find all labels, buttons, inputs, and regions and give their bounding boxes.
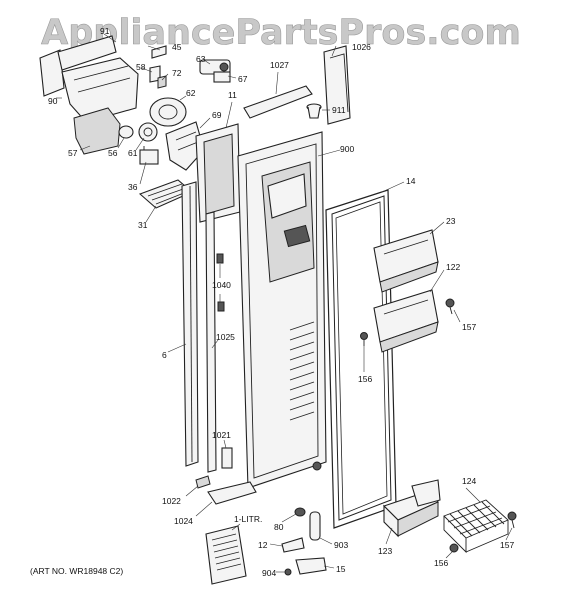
part-1-litr-literature: 1-LITR. [205, 514, 262, 585]
part-1022-pin [195, 475, 211, 489]
callout-61: 61 [128, 148, 138, 158]
part-housing [61, 57, 139, 123]
callout-91: 91 [100, 26, 110, 36]
callout-12: 12 [258, 540, 268, 550]
callout-14: 14 [406, 176, 416, 186]
part-900-door-panel [237, 131, 327, 489]
part-903-tube [309, 511, 321, 541]
callout-124: 124 [462, 476, 476, 486]
callout-1024: 1024 [174, 516, 193, 526]
part-1027-trim [243, 85, 313, 119]
part-69-chute [165, 121, 205, 171]
callout-123: 123 [378, 546, 392, 556]
callout-67: 67 [238, 74, 248, 84]
part-57-box [73, 107, 121, 155]
part-1040-clip-a [216, 253, 224, 264]
callout-904: 904 [262, 568, 276, 578]
part-911-bushing [306, 103, 322, 119]
callout-31: 31 [138, 220, 148, 230]
callout-labels: 91 45 58 72 63 67 90 62 57 56 61 69 36 3… [48, 26, 514, 578]
callout-157-b: 157 [500, 540, 514, 550]
callout-1027: 1027 [270, 60, 289, 70]
callout-15: 15 [336, 564, 346, 574]
part-61-gear [138, 122, 158, 142]
callout-6: 6 [162, 350, 167, 360]
callout-63: 63 [196, 54, 206, 64]
callout-911: 911 [332, 105, 346, 115]
callout-90: 90 [48, 96, 58, 106]
callout-36: 36 [128, 182, 138, 192]
callout-900: 900 [340, 144, 354, 154]
part-11-dispenser-frame [195, 123, 241, 223]
callout-1022: 1022 [162, 496, 181, 506]
part-67-cover [213, 71, 231, 83]
part-12-tab [281, 537, 305, 553]
callout-23: 23 [446, 216, 456, 226]
manual-label: 1-LITR. [234, 514, 262, 524]
callout-156-a: 156 [358, 374, 372, 384]
part-122-door-bin [373, 289, 439, 353]
part-156-screw-b [449, 543, 459, 553]
part-123-lower-bin [382, 479, 441, 538]
part-91-board [57, 35, 117, 71]
dispenser-motor-assembly [39, 33, 231, 209]
part-14-door-gasket [325, 189, 397, 529]
callout-1021: 1021 [212, 430, 231, 440]
part-1025-rail [205, 211, 217, 473]
art-number-label: (ART NO. WR18948 C2) [30, 566, 123, 576]
callout-1026: 1026 [352, 42, 371, 52]
part-1021-bracket [221, 447, 233, 469]
part-45-clip [151, 45, 167, 59]
callout-1040: 1040 [212, 280, 231, 290]
part-1024-hinge [195, 475, 257, 505]
part-124-wire-rack [443, 499, 509, 554]
leader-lines [56, 45, 513, 573]
part-157-screw-a [445, 298, 455, 315]
callout-157-a: 157 [462, 322, 476, 332]
part-36-switch [139, 149, 159, 165]
callout-122: 122 [446, 262, 460, 272]
part-23-door-bin [373, 229, 439, 293]
part-6-door-rail [181, 181, 199, 467]
part-1026-cap [323, 45, 351, 125]
callout-903: 903 [334, 540, 348, 550]
part-56-bushing [118, 125, 134, 139]
callout-80: 80 [274, 522, 284, 532]
part-156-screw-a [360, 332, 368, 346]
callout-156-b: 156 [434, 558, 448, 568]
callout-62: 62 [186, 88, 196, 98]
callout-56: 56 [108, 148, 118, 158]
callout-57: 57 [68, 148, 78, 158]
part-1040-clip-b [217, 301, 225, 312]
callout-69: 69 [212, 110, 222, 120]
callout-72: 72 [172, 68, 182, 78]
part-15-fitting [295, 557, 327, 575]
callout-58: 58 [136, 62, 146, 72]
watermark-text: AppliancePartsPros.com [41, 13, 521, 53]
part-80-plug [294, 507, 306, 517]
callout-11: 11 [228, 90, 237, 100]
part-72-spacer [157, 75, 167, 89]
callout-45: 45 [172, 42, 182, 52]
part-90-plate [39, 49, 65, 97]
callout-1025: 1025 [216, 332, 235, 342]
part-157-screw-b [507, 511, 517, 529]
part-62-motor [149, 97, 187, 127]
